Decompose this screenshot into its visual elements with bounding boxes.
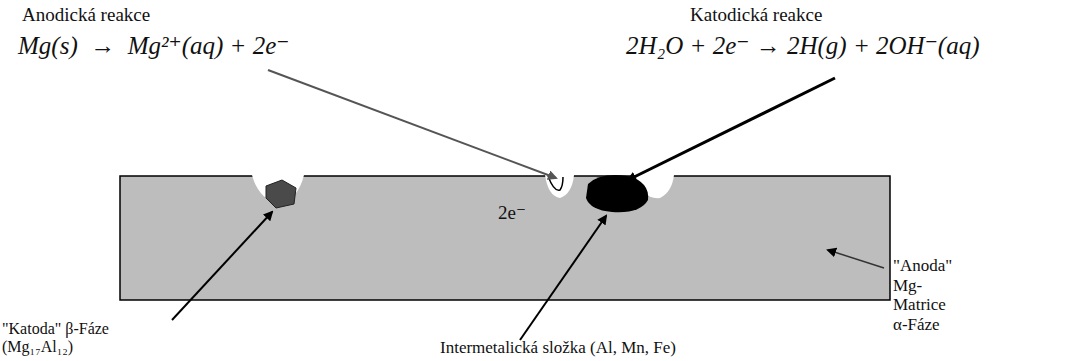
reaction-heading: Anodická reakce xyxy=(22,4,150,26)
leader-arrow xyxy=(828,250,884,268)
corrosion-pit xyxy=(545,175,574,198)
mg-matrix xyxy=(120,176,890,300)
intermetallic-particle xyxy=(586,175,648,212)
leader-arrow xyxy=(520,216,606,340)
reaction-heading: Katodická reakce xyxy=(690,4,822,26)
reaction-equation: Mg(s) → Mg²⁺(aq) + 2e⁻ xyxy=(18,32,290,61)
anode-label: "Anoda" Mg-Matrice α-Fáze xyxy=(893,256,952,334)
beta-phase-particle xyxy=(266,180,296,208)
intermetallic-label: Intermetalická složka (Al, Mn, Fe) xyxy=(440,338,676,358)
reaction-equation: 2H₂O + 2e⁻ → 2H(g) + 2OH⁻(aq) xyxy=(626,32,980,61)
leader-arrow xyxy=(268,70,556,178)
electron-label: 2e⁻ xyxy=(498,202,526,224)
leader-arrow xyxy=(172,212,272,320)
cathode-label: "Katoda" β-Fáze (Mg₁₇Al₁₂) xyxy=(2,320,152,357)
leader-arrow xyxy=(628,78,835,180)
